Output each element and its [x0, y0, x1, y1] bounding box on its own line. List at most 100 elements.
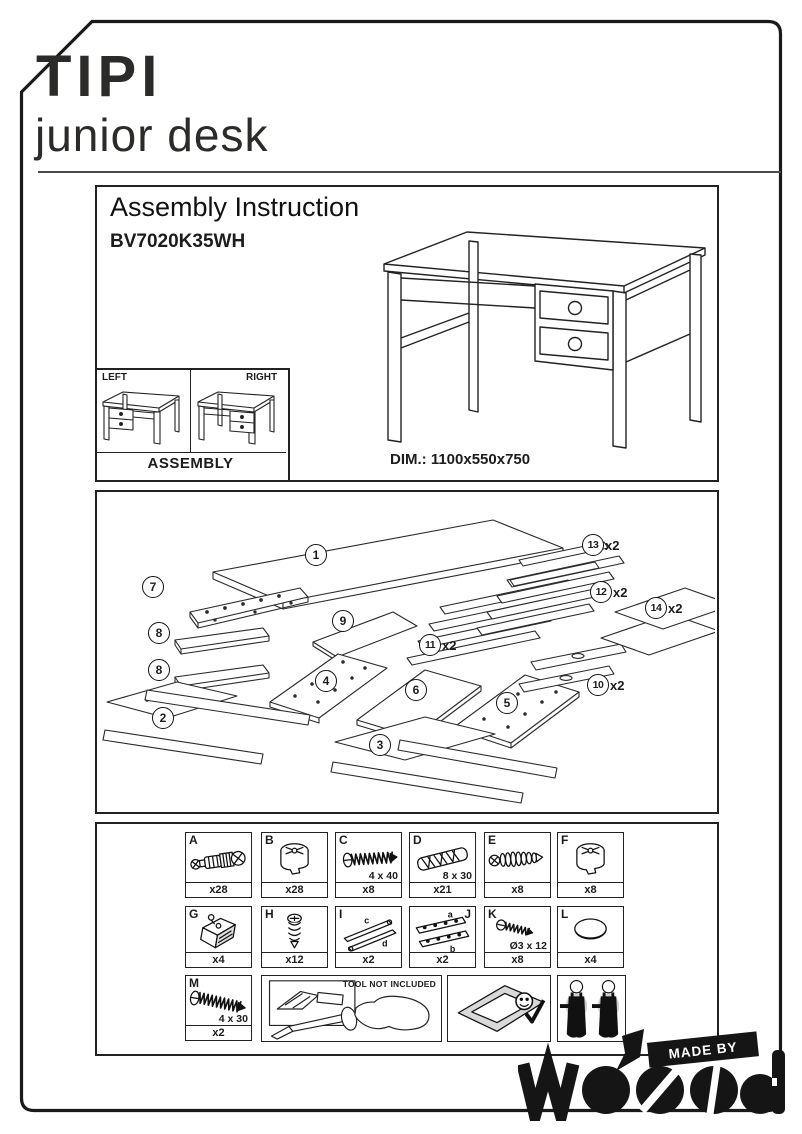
hardware-letter: H: [265, 907, 274, 921]
hardware-qty: x28: [262, 882, 327, 897]
part-number: 14: [645, 597, 667, 619]
long-screw-icon: [186, 978, 251, 1026]
hardware-letter: F: [561, 833, 569, 847]
hardware-size: 8 x 30: [442, 870, 472, 882]
hardware-item-H: H x12: [261, 906, 328, 968]
svg-text:d: d: [382, 939, 387, 949]
part-label-5: 5: [496, 692, 518, 714]
hardware-letter: K: [488, 907, 497, 921]
title-divider: [38, 171, 781, 173]
part-label-2: 2: [152, 707, 174, 729]
part-number: 10: [587, 674, 609, 696]
hardware-letter: B: [265, 833, 274, 847]
hardware-letter: L: [561, 907, 569, 921]
exploded-drawing: [102, 519, 715, 804]
hardware-item-F: F x8: [557, 832, 624, 898]
part-label-1: 1: [305, 544, 327, 566]
desk-illustration: [383, 231, 706, 449]
part-label-3: 3: [369, 734, 391, 756]
stub-screw-icon: [262, 909, 327, 953]
hardware-qty: x4: [558, 952, 623, 967]
part-label-8: 8: [148, 622, 170, 644]
chooser-divider: [190, 368, 191, 452]
svg-text:b: b: [450, 944, 456, 953]
hardware-letter: C: [339, 833, 348, 847]
small-screw-icon: [485, 909, 550, 953]
part-number: 4: [315, 670, 337, 692]
part-number: 9: [332, 610, 354, 632]
model-number: BV7020K35WH: [110, 231, 246, 252]
part-number: 1: [305, 544, 327, 566]
hardware-letter: M: [189, 976, 199, 990]
tool-note: TOOL NOT INCLUDED: [342, 979, 436, 989]
part-label-9: 9: [332, 610, 354, 632]
chooser-hline: [95, 452, 286, 453]
made-by-text: MADE BY: [668, 1039, 738, 1061]
hardware-qty: x2: [336, 952, 401, 967]
tool-box: TOOL NOT INCLUDED: [261, 975, 442, 1042]
svg-text:c: c: [364, 916, 369, 926]
cam-lock-icon: [262, 835, 327, 883]
carpet-icon: [457, 985, 546, 1032]
logo-flag: [616, 1029, 644, 1071]
hardware-letter: J: [464, 907, 471, 921]
part-number: 5: [496, 692, 518, 714]
part-number: 8: [148, 622, 170, 644]
hardware-qty: x21: [410, 882, 475, 897]
part-number: 8: [148, 659, 170, 681]
part-qty: x2: [668, 600, 683, 616]
instruction-heading: Assembly Instruction: [110, 192, 360, 222]
part-label-4: 4: [315, 670, 337, 692]
cam-bolt-icon: [186, 835, 251, 883]
hardware-qty: x2: [410, 952, 475, 967]
screw-icon: [336, 835, 401, 883]
corner-bracket-icon: [186, 909, 251, 953]
left-desk-icon: [102, 391, 180, 445]
hardware-size: 4 x 30: [218, 1013, 248, 1025]
part-number: 7: [142, 576, 164, 598]
hardware-letter: E: [488, 833, 497, 847]
hardware-qty: x2: [186, 1025, 251, 1040]
drawer-rails-cd-icon: c d: [336, 909, 401, 953]
hardware-size: 4 x 40: [368, 870, 398, 882]
hardware-qty: x12: [262, 952, 327, 967]
hardware-qty: x28: [186, 882, 251, 897]
part-label-8: 8: [148, 659, 170, 681]
part-number: 13: [582, 534, 604, 556]
left-option-label: LEFT: [102, 372, 127, 383]
hardware-item-L: L x4: [557, 906, 624, 968]
assembly-caption: ASSEMBLY: [147, 455, 234, 472]
part-qty: x2: [610, 677, 625, 693]
svg-text:a: a: [448, 909, 453, 919]
dimensions-text: DIM.: 1100x550x750: [390, 451, 531, 468]
right-option-label: RIGHT: [246, 372, 278, 383]
screwdriver-icon: [268, 980, 430, 1040]
right-desk-icon: [197, 391, 275, 445]
two-people-icon: [559, 979, 620, 1038]
woood-letters: [518, 1042, 785, 1121]
cam-lock-icon: [558, 835, 623, 883]
soft-surface-box: [447, 975, 551, 1042]
part-number: 2: [152, 707, 174, 729]
cover-cap-icon: [558, 909, 623, 953]
part-qty: x2: [605, 537, 620, 553]
hardware-qty: x8: [336, 882, 401, 897]
part-number: 6: [405, 679, 427, 701]
hardware-item-E: E x8: [484, 832, 551, 898]
hardware-letter: G: [189, 907, 199, 921]
confirmat-screw-icon: [485, 835, 550, 883]
two-person-box: [557, 975, 626, 1042]
hardware-item-G: G x4: [185, 906, 252, 968]
product-name: TIPI: [36, 44, 163, 109]
part-number: 3: [369, 734, 391, 756]
part-number: 11: [419, 634, 441, 656]
hardware-qty: x8: [558, 882, 623, 897]
hardware-letter: D: [413, 833, 422, 847]
